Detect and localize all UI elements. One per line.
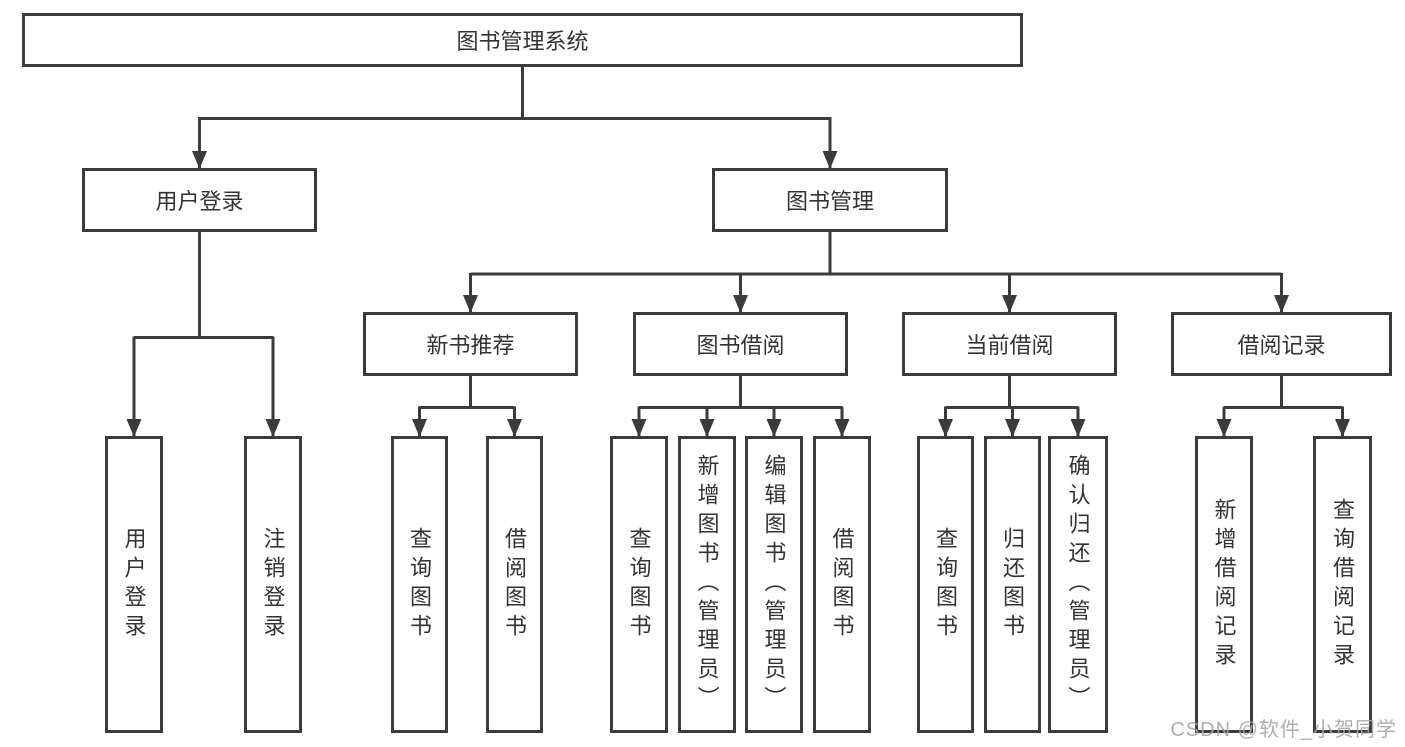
leaf-user-login-label: 用户登录 xyxy=(121,526,147,643)
leaf-confirm-return-admin: 确认归还（管理员） xyxy=(1048,436,1108,733)
node-current-borrowing-label: 当前借阅 xyxy=(965,333,1054,358)
leaf-add-borrow-record: 新增借阅记录 xyxy=(1195,436,1253,733)
leaf-query-books-current-label: 查询图书 xyxy=(933,526,959,643)
leaf-edit-books-admin: 编辑图书（管理员） xyxy=(745,436,803,733)
leaf-edit-books-admin-label: 编辑图书（管理员） xyxy=(761,454,787,715)
leaf-query-books-current: 查询图书 xyxy=(917,436,974,733)
leaf-borrow-books-borrowing: 借阅图书 xyxy=(813,436,871,733)
node-book-management-label: 图书管理 xyxy=(785,189,874,214)
node-root-label: 图书管理系统 xyxy=(456,29,589,54)
leaf-user-login: 用户登录 xyxy=(105,436,163,733)
leaf-add-books-admin: 新增图书（管理员） xyxy=(678,436,736,733)
node-book-borrowing: 图书借阅 xyxy=(633,312,848,376)
node-user-login: 用户登录 xyxy=(82,168,317,232)
leaf-logout-label: 注销登录 xyxy=(260,526,286,643)
node-book-management: 图书管理 xyxy=(712,168,948,232)
leaf-confirm-return-admin-label: 确认归还（管理员） xyxy=(1065,454,1091,715)
leaf-borrow-books-borrowing-label: 借阅图书 xyxy=(829,526,855,643)
leaf-return-books: 归还图书 xyxy=(984,436,1041,733)
node-user-login-label: 用户登录 xyxy=(155,189,244,214)
leaf-borrow-books-recommend-label: 借阅图书 xyxy=(502,526,528,643)
leaf-query-books-borrowing: 查询图书 xyxy=(610,436,668,733)
leaf-add-books-admin-label: 新增图书（管理员） xyxy=(694,454,720,715)
leaf-borrow-books-recommend: 借阅图书 xyxy=(486,436,543,733)
node-new-book-recommend: 新书推荐 xyxy=(363,312,578,376)
leaf-query-borrow-record: 查询借阅记录 xyxy=(1313,436,1372,733)
leaf-add-borrow-record-label: 新增借阅记录 xyxy=(1211,497,1237,672)
node-borrowing-records: 借阅记录 xyxy=(1171,312,1392,376)
node-book-borrowing-label: 图书借阅 xyxy=(696,333,785,358)
leaf-query-books-borrowing-label: 查询图书 xyxy=(626,526,652,643)
node-root: 图书管理系统 xyxy=(22,13,1023,67)
leaf-query-books-recommend: 查询图书 xyxy=(391,436,448,733)
node-borrowing-records-label: 借阅记录 xyxy=(1237,333,1326,358)
leaf-return-books-label: 归还图书 xyxy=(1000,526,1026,643)
leaf-query-books-recommend-label: 查询图书 xyxy=(407,526,433,643)
node-new-book-recommend-label: 新书推荐 xyxy=(426,333,515,358)
node-current-borrowing: 当前借阅 xyxy=(902,312,1117,376)
watermark: CSDN @软件_小贺同学 xyxy=(1170,719,1397,741)
leaf-logout: 注销登录 xyxy=(244,436,302,733)
leaf-query-borrow-record-label: 查询借阅记录 xyxy=(1330,497,1356,672)
